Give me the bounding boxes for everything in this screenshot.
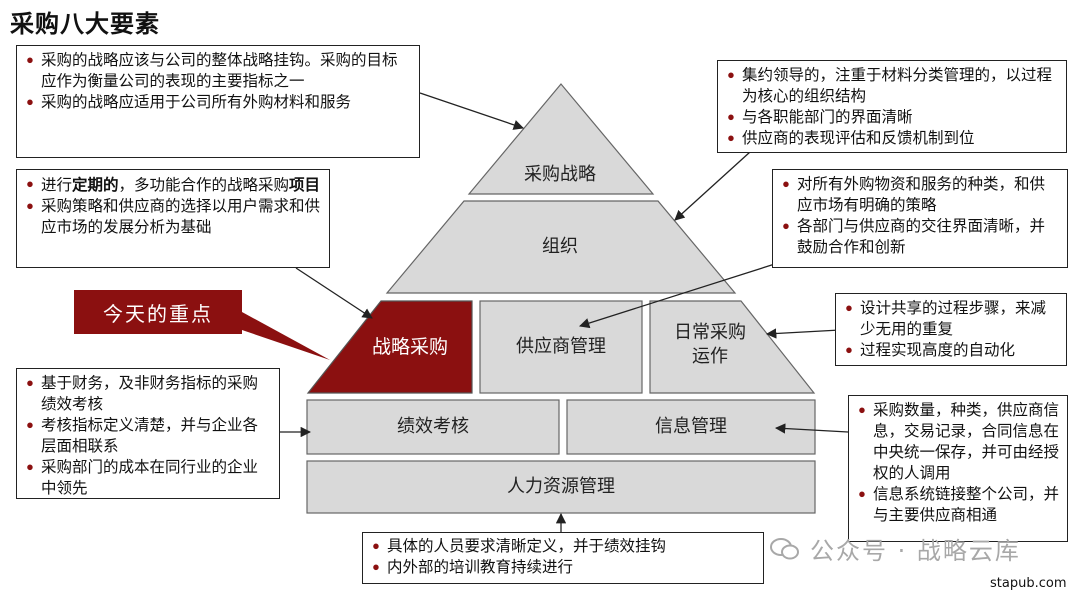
- note-item: 采购的战略应该与公司的整体战略挂钩。采购的目标应作为衡量公司的表现的主要指标之一: [25, 50, 411, 92]
- note-right-info: 采购数量，种类，供应商信息，交易记录，合同信息在中央统一保存，并可由经授权的人调…: [848, 395, 1068, 542]
- note-mid-left: 进行定期的，多功能合作的战略采购项目 采购策略和供应商的选择以用户需求和供应市场…: [16, 169, 330, 268]
- arrow-mid-right: [579, 255, 801, 329]
- performance-tier: [306, 399, 560, 455]
- strategy-tier: [467, 83, 655, 195]
- arrow-top-left: [419, 92, 524, 130]
- organization-tier: [385, 200, 737, 294]
- note-right-process: 设计共享的过程步骤，来减少无用的重复 过程实现高度的自动化: [835, 293, 1067, 366]
- note-item: 设计共享的过程步骤，来减少无用的重复: [844, 298, 1058, 340]
- information-tier: [566, 399, 816, 455]
- supplier-management-label: 供应商管理: [516, 336, 606, 357]
- note-item: 考核指标定义清楚，并与企业各层面相联系: [25, 415, 271, 457]
- site-url: stapub.com: [990, 576, 1067, 591]
- note-item: 信息系统链接整个公司，并与主要供应商相通: [857, 484, 1059, 526]
- note-item: 进行定期的，多功能合作的战略采购项目: [25, 174, 321, 196]
- hr-label: 人力资源管理: [507, 476, 615, 497]
- performance-label: 绩效考核: [397, 416, 469, 437]
- note-bottom-left: 基于财务，及非财务指标的采购绩效考核 考核指标定义清楚，并与企业各层面相联系 采…: [16, 368, 280, 499]
- note-item: 采购部门的成本在同行业的企业中领先: [25, 457, 271, 499]
- information-label: 信息管理: [655, 416, 727, 437]
- note-item: 对所有外购物资和服务的种类，和供应市场有明确的策略: [781, 174, 1059, 216]
- note-top-left: 采购的战略应该与公司的整体战略挂钩。采购的目标应作为衡量公司的表现的主要指标之一…: [16, 45, 420, 158]
- note-item: 采购策略和供应商的选择以用户需求和供应市场的发展分析为基础: [25, 196, 321, 238]
- note-item: 采购数量，种类，供应商信息，交易记录，合同信息在中央统一保存，并可由经授权的人调…: [857, 400, 1059, 484]
- note-item: 供应商的表现评估和反馈机制到位: [726, 128, 1058, 149]
- watermark-text: 公众号 · 战略云库: [810, 537, 1021, 565]
- arrow-top-right: [674, 151, 751, 221]
- arrow-right-process: [765, 328, 841, 339]
- strategy-label: 采购战略: [524, 164, 596, 185]
- note-item: 各部门与供应商的交往界面清晰，并鼓励合作和创新: [781, 216, 1059, 258]
- focus-pointer: [242, 312, 330, 360]
- focus-label: 今天的重点: [74, 290, 242, 334]
- hr-tier: [306, 460, 816, 514]
- arrow-right-info: [774, 423, 849, 434]
- watermark: 公众号 · 战略云库: [770, 531, 1021, 566]
- arrow-mid-left: [295, 267, 373, 319]
- note-mid-right: 对所有外购物资和服务的种类，和供应市场有明确的策略 各部门与供应商的交往界面清晰…: [772, 169, 1068, 268]
- note-item: 基于财务，及非财务指标的采购绩效考核: [25, 373, 271, 415]
- note-item: 与各职能部门的界面清晰: [726, 107, 1058, 128]
- organization-label: 组织: [542, 236, 578, 257]
- note-item: 过程实现高度的自动化: [844, 340, 1058, 361]
- note-item: 采购的战略应适用于公司所有外购材料和服务: [25, 92, 411, 113]
- note-item: 集约领导的，注重于材料分类管理的，以过程为核心的组织结构: [726, 65, 1058, 107]
- supplier-management-tier: [479, 300, 643, 394]
- note-item: 具体的人员要求清晰定义，并于绩效挂钩: [371, 536, 755, 557]
- page-title: 采购八大要素: [10, 9, 160, 38]
- wechat-icon: [770, 537, 800, 560]
- note-top-right: 集约领导的，注重于材料分类管理的，以过程为核心的组织结构 与各职能部门的界面清晰…: [717, 60, 1067, 153]
- strategic-sourcing-label: 战略采购: [371, 336, 448, 358]
- daily-ops-tier: [649, 300, 816, 394]
- daily-ops-label: 日常采购运作: [674, 322, 746, 367]
- note-bottom-center: 具体的人员要求清晰定义，并于绩效挂钩 内外部的培训教育持续进行: [362, 532, 764, 584]
- strategic-sourcing-tier: [306, 300, 473, 394]
- note-item: 内外部的培训教育持续进行: [371, 557, 755, 578]
